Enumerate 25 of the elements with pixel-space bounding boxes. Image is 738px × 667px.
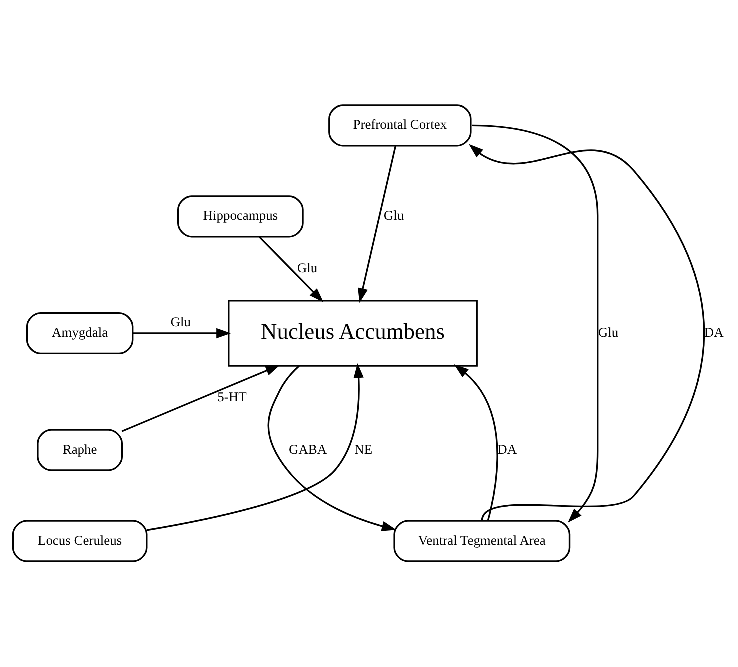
- arrow: [122, 365, 280, 432]
- edge-label: Glu: [297, 260, 318, 276]
- arrow: [472, 124, 599, 523]
- edge-label: Glu: [384, 208, 404, 224]
- node-box: Locus Ceruleus: [12, 520, 148, 562]
- arrow: [454, 364, 498, 522]
- node-box: Hippocampus: [178, 196, 304, 238]
- edge-label: NE: [354, 442, 373, 457]
- node-box: Nucleus Accumbens: [228, 300, 478, 367]
- node-box: Prefrontal Cortex: [328, 104, 472, 147]
- arrow: [268, 366, 397, 532]
- node-box: Ventral Tegmental Area: [394, 520, 571, 562]
- edge-label: 5-HT: [218, 390, 247, 405]
- arrow: [358, 146, 397, 304]
- arrow: [468, 144, 706, 522]
- edge-label: Glu: [598, 324, 619, 340]
- edge-label: DA: [704, 324, 724, 340]
- arrow: [133, 328, 232, 339]
- edge-label: DA: [498, 442, 518, 457]
- edge-label: Glu: [170, 314, 191, 330]
- arrow: [146, 364, 364, 532]
- node-box: Raphe: [37, 429, 124, 472]
- node-box: Amygdala: [26, 312, 134, 355]
- edge-label: GABA: [288, 442, 328, 457]
- arrow: [259, 236, 324, 303]
